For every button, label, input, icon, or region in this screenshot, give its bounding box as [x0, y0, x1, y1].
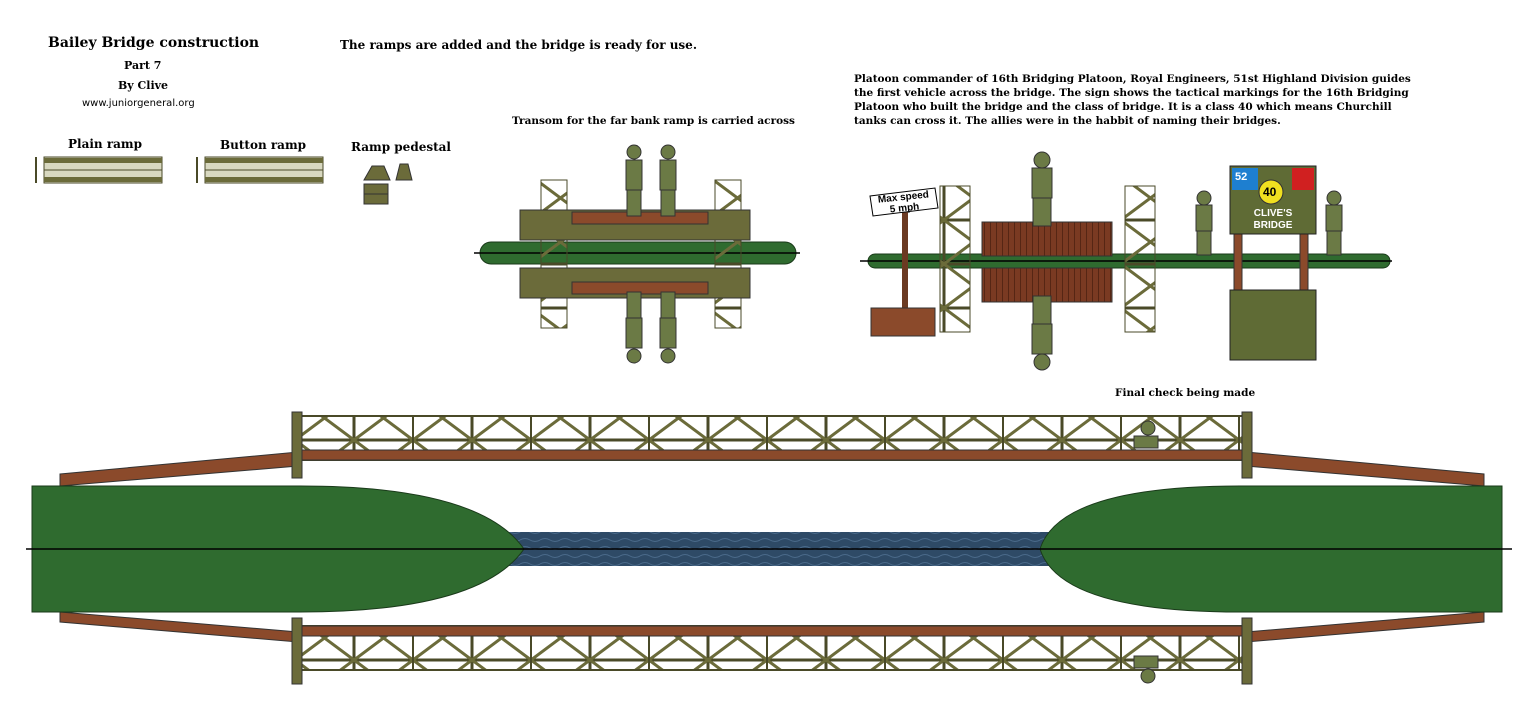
part-label: Part 7	[124, 59, 162, 72]
main-bridge	[26, 411, 1512, 685]
bridge-name-sign: CLIVE'S BRIDGE	[1230, 208, 1316, 232]
bridge-name-line1: CLIVE'S	[1253, 208, 1293, 219]
ramp-pedestal-label: Ramp pedestal	[351, 140, 451, 154]
transom-caption: Transom for the far bank ramp is carried…	[512, 115, 795, 127]
ramp-pedestal	[363, 163, 413, 205]
plain-ramp	[35, 156, 163, 184]
plain-ramp-label: Plain ramp	[68, 137, 143, 151]
commander-scene	[860, 151, 1392, 371]
site-url[interactable]: www.juniorgeneral.org	[82, 98, 195, 109]
bridge-name-line2: BRIDGE	[1253, 220, 1293, 231]
intro-text: The ramps are added and the bridge is re…	[340, 38, 697, 52]
final-check-caption: Final check being made	[1115, 387, 1256, 399]
author-label: By Clive	[118, 79, 169, 92]
bridge-class-badge: 40	[1263, 185, 1277, 199]
page-title: Bailey Bridge construction	[48, 35, 260, 51]
transom-scene	[474, 144, 800, 364]
button-ramp	[196, 156, 324, 184]
unit-number-badge: 52	[1235, 171, 1248, 183]
commander-caption: Platoon commander of 16th Bridging Plato…	[854, 73, 1411, 127]
button-ramp-label: Button ramp	[220, 138, 307, 152]
